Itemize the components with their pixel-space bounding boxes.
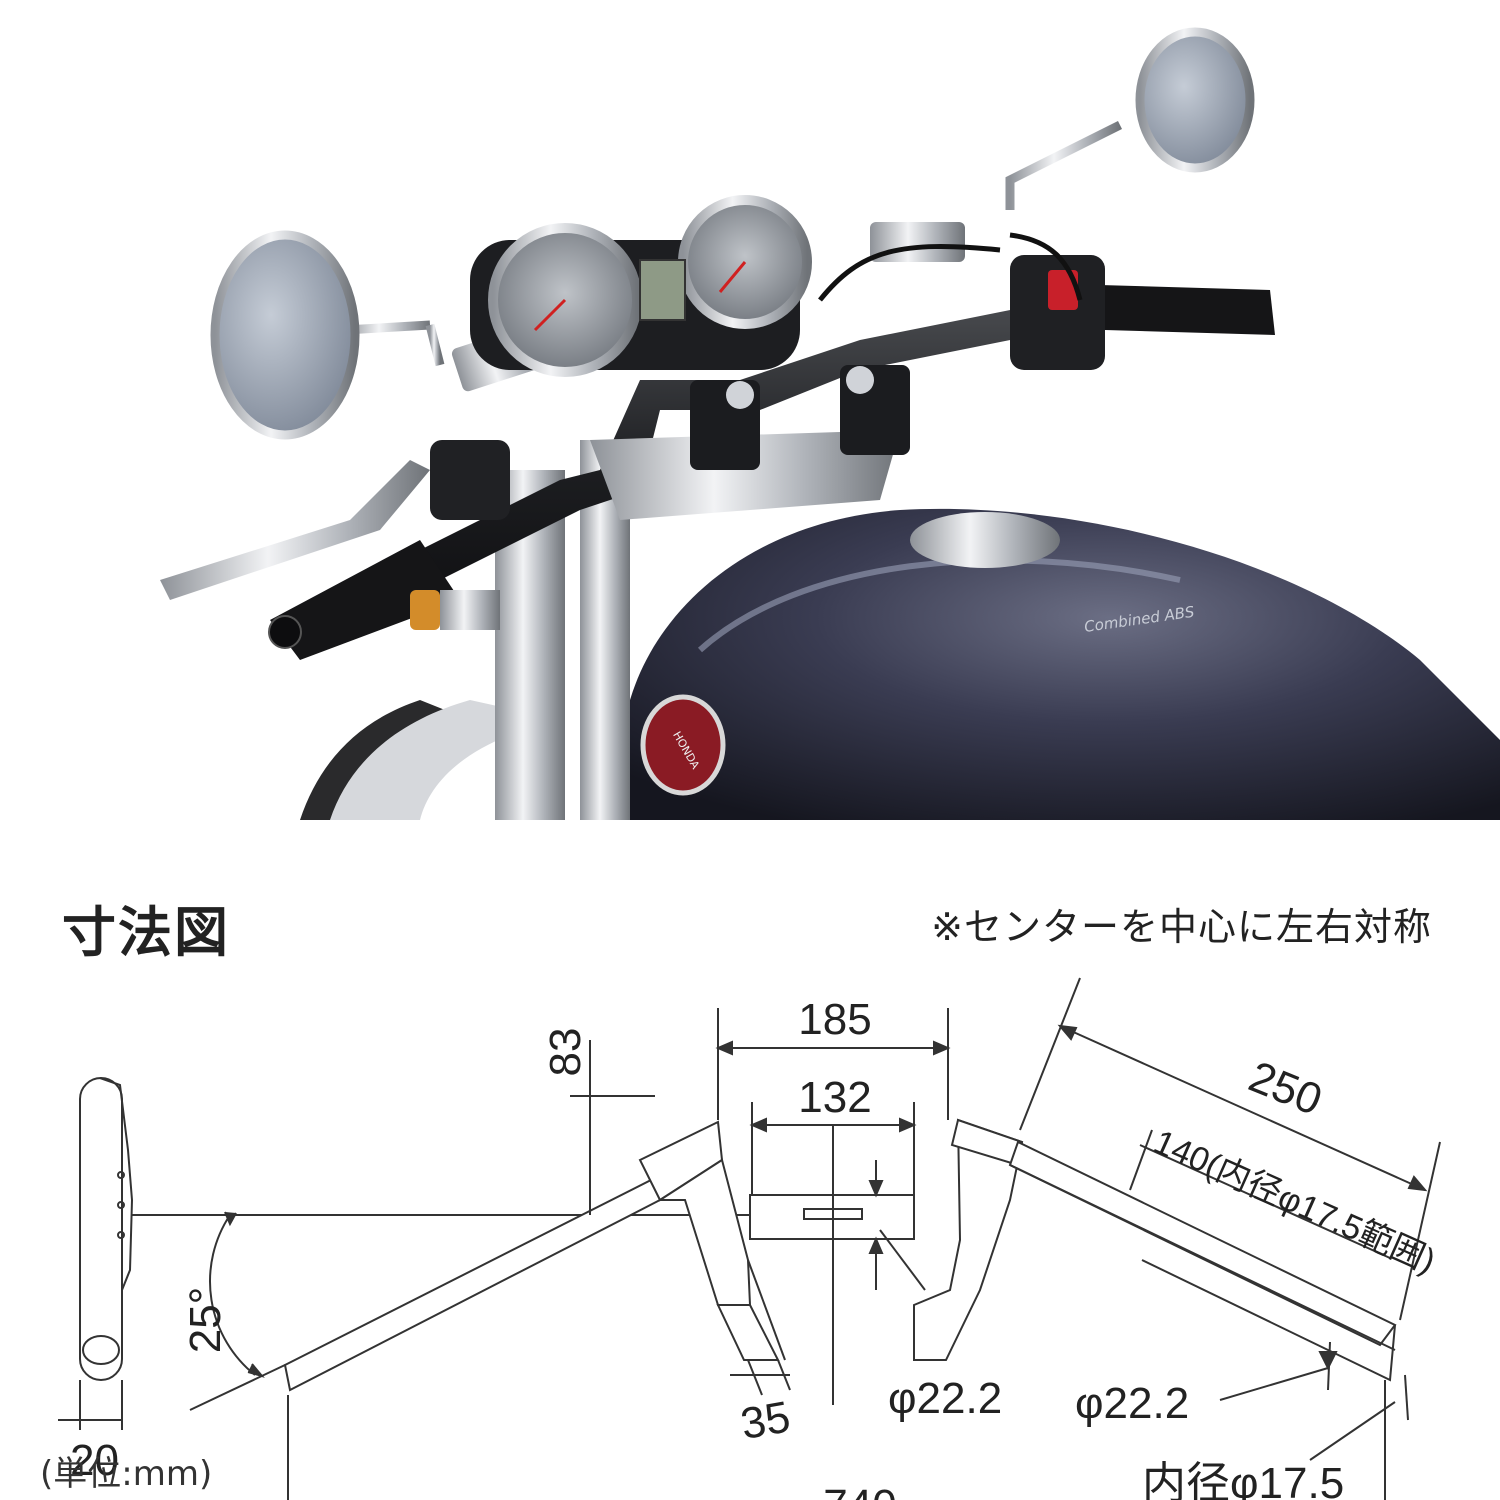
dim-inner-bore-length: 140(内径φ17.5範囲) bbox=[1148, 1123, 1441, 1281]
right-riser bbox=[913, 1118, 1024, 1361]
symmetry-note: ※センターを中心に左右対称 bbox=[931, 905, 1432, 949]
right-grip bbox=[1100, 285, 1275, 335]
dim-bar-dia-center: φ22.2 bbox=[888, 1374, 1002, 1423]
kill-switch bbox=[1048, 270, 1078, 310]
grip-side-view bbox=[79, 1077, 123, 1381]
honda-emblem bbox=[640, 694, 726, 796]
dim-center-span: 185 bbox=[798, 995, 871, 1044]
bar-right-end bbox=[1008, 1140, 1397, 1347]
fuel-tank bbox=[630, 508, 1500, 820]
clutch-lever bbox=[160, 460, 430, 600]
left-mirror bbox=[210, 230, 360, 440]
product-photo: Combined ABS HONDA bbox=[160, 27, 1500, 820]
dim-overall-width: 740 bbox=[823, 1481, 896, 1500]
unit-label: (単位:mm) bbox=[40, 1454, 213, 1494]
right-mirror bbox=[1135, 27, 1255, 173]
dimension-diagram: 寸法図 ※センターを中心に左右対称 bbox=[0, 820, 1500, 1500]
top-bridge bbox=[590, 430, 900, 520]
dim-inner-dia: 内径φ17.5 bbox=[1142, 1459, 1344, 1500]
fuel-cap bbox=[910, 512, 1060, 568]
turn-signal bbox=[410, 590, 440, 630]
bar-left-end bbox=[283, 1176, 662, 1392]
dim-bar-dia-end: φ22.2 bbox=[1075, 1379, 1189, 1428]
dim-grip-offset: 20 bbox=[70, 1436, 119, 1485]
right-switch-housing bbox=[1010, 255, 1105, 370]
dim-riser-width: 35 bbox=[737, 1392, 794, 1449]
dim-rise: 83 bbox=[541, 1028, 590, 1077]
handlebar bbox=[280, 300, 1270, 650]
motorcycle-cockpit-illustration: Combined ABS HONDA bbox=[160, 27, 1500, 820]
dim-angle: 25° bbox=[181, 1287, 230, 1354]
dim-clamp-span: 132 bbox=[798, 1073, 871, 1122]
handlebar-technical-drawing: 20 25° 83 185 132 35 φ22.2 250 140(内径φ17… bbox=[58, 977, 1441, 1500]
diagram-title: 寸法図 bbox=[62, 901, 230, 964]
left-grip bbox=[270, 540, 460, 660]
